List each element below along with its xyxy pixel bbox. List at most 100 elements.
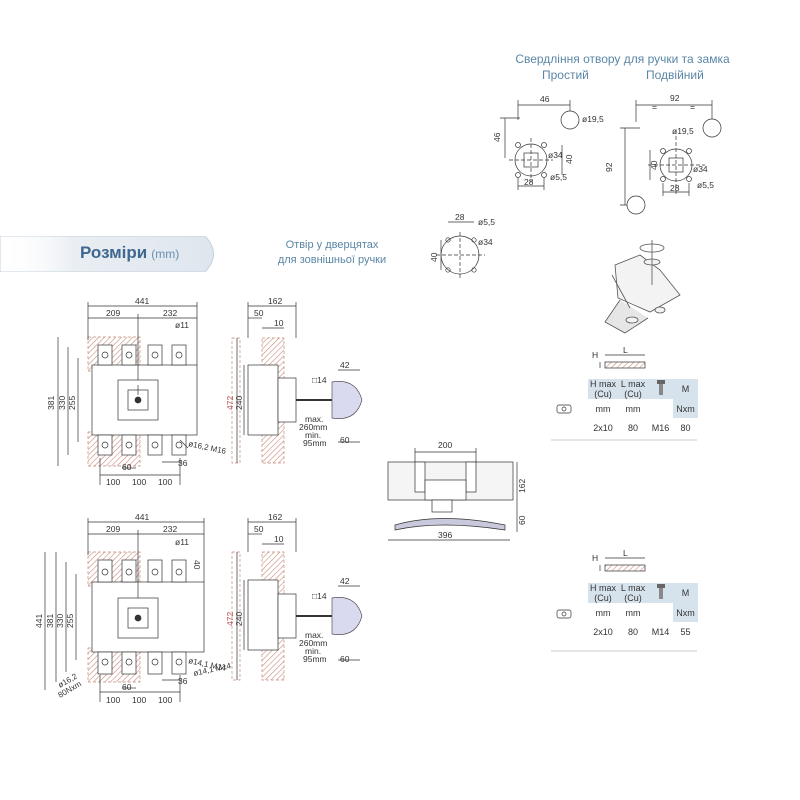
ts-max-v: 260mm [299, 422, 327, 432]
drill-double-diagram [620, 100, 722, 215]
ts-min: min. [305, 430, 321, 440]
t1-row-torque: 80 [680, 422, 691, 433]
term2-L: L [623, 548, 628, 558]
t1-row-bolt: M16 [651, 422, 670, 433]
t1-lmax-header: L max(Cu) [618, 379, 648, 399]
drill-double-d19: ø19,5 [672, 126, 694, 136]
ts-240: 240 [234, 396, 244, 410]
t1-hmax-header: H max(Cu) [588, 379, 618, 399]
hv-200: 200 [438, 440, 452, 450]
dimensions-unit: (mm) [151, 247, 180, 261]
t1-row-l: 80 [627, 422, 638, 433]
hv-396: 396 [438, 530, 452, 540]
tf-232: 232 [163, 308, 177, 318]
tf-d162: ø16,2 M16 [188, 439, 228, 456]
ts-50: 50 [254, 308, 264, 318]
ts-min-v: 95mm [303, 438, 327, 448]
t2-empty [648, 603, 673, 622]
t1-hmax: H max [589, 379, 616, 389]
dimensions-title-text: Розміри [80, 243, 148, 262]
bs-10: 10 [274, 534, 284, 544]
term1-L: L [623, 345, 628, 355]
ts-162: 162 [268, 296, 282, 306]
drill-double-92h: 92 [604, 162, 614, 172]
ts-max: max. [305, 414, 323, 424]
t1-hu: mm [595, 403, 611, 414]
bf-40: 40 [192, 560, 202, 570]
bf-60: 60 [122, 682, 132, 692]
bs-240: 240 [234, 612, 244, 626]
t1-m-header: M [673, 379, 698, 399]
terminal-table-2: H max(Cu) L max(Cu) M mm mm Nxm 2x10 80 … [588, 583, 698, 641]
t2-lmax-header: L max(Cu) [618, 583, 648, 603]
tf-100a: 100 [106, 477, 120, 487]
top-front-view [57, 302, 198, 485]
bs-50: 50 [254, 524, 264, 534]
t1-mu: Nxm [673, 399, 698, 418]
t1-lmax: L max [620, 379, 646, 389]
bf-100c: 100 [158, 695, 172, 705]
drilling-title: Свердління отвору для ручки та замка [515, 52, 730, 66]
bs-sq14: □14 [312, 591, 327, 601]
drill-double-eq1: = [652, 102, 657, 112]
bs-min: min. [305, 646, 321, 656]
tf-381: 381 [46, 396, 56, 410]
t1-lmax2: (Cu) [624, 389, 642, 399]
handle-3d-sketch [604, 240, 681, 334]
t1-lu: mm [625, 403, 641, 414]
dimensions-title: Розміри(mm) [80, 243, 179, 263]
t2-hmax: H max [589, 583, 616, 593]
drilling-simple-label: Простий [542, 68, 589, 82]
drill-simple-40: 40 [564, 154, 574, 164]
ts-42: 42 [340, 360, 350, 370]
drill-double-40: 40 [649, 160, 659, 170]
drill-double-d34: ø34 [693, 164, 708, 174]
ts-60: 60 [340, 435, 350, 445]
t2-row-l: 80 [627, 626, 638, 637]
drill-simple-46h: 46 [492, 132, 502, 142]
tf-209: 209 [106, 308, 120, 318]
tf-36: 36 [178, 458, 188, 468]
bolt-icon [648, 379, 673, 399]
bf-381: 381 [45, 614, 55, 628]
t2-hmax-header: H max(Cu) [588, 583, 618, 603]
bf-441: 441 [135, 512, 149, 522]
bf-209: 209 [106, 524, 120, 534]
bf-100a: 100 [106, 695, 120, 705]
bs-min-v: 95mm [303, 654, 327, 664]
terminal-table-1: H max(Cu) L max(Cu) M mm mm Nxm 2x10 80 … [588, 379, 698, 437]
terminal-sketch-1 [551, 354, 697, 441]
drill-double-eq2: = [690, 102, 695, 112]
drill-simple-28: 28 [524, 177, 534, 187]
bs-max-v: 260mm [299, 638, 327, 648]
tf-60: 60 [122, 462, 132, 472]
door-hole-28: 28 [455, 212, 465, 222]
tf-255: 255 [67, 396, 77, 410]
tf-100c: 100 [158, 477, 172, 487]
door-hole-d34: ø34 [478, 237, 493, 247]
top-side-view [231, 302, 363, 464]
t2-lmax: L max [620, 583, 646, 593]
bf-255: 255 [65, 614, 75, 628]
drilling-double-label: Подвійний [646, 68, 704, 82]
t2-hu: mm [595, 607, 611, 618]
t2-lmax2: (Cu) [624, 593, 642, 603]
bf-330: 330 [55, 614, 65, 628]
tf-441: 441 [135, 296, 149, 306]
bf-36: 36 [178, 676, 188, 686]
drill-simple-46w: 46 [540, 94, 550, 104]
bs-60: 60 [340, 654, 350, 664]
tf-330: 330 [57, 396, 67, 410]
door-hole-d55: ø5,5 [478, 217, 495, 227]
t2-hmax2: (Cu) [594, 593, 612, 603]
handle-view [387, 448, 518, 541]
door-hole-caption: Отвір у дверцятах для зовнішньої ручки [262, 238, 402, 268]
ts-472: 472 [225, 396, 235, 410]
term2-H: H [592, 553, 598, 563]
drill-simple-d19: ø19,5 [582, 114, 604, 124]
bs-162: 162 [268, 512, 282, 522]
terminal-sketch-2 [551, 557, 697, 652]
t2-lu: mm [625, 607, 641, 618]
bottom-side-view [231, 518, 363, 681]
